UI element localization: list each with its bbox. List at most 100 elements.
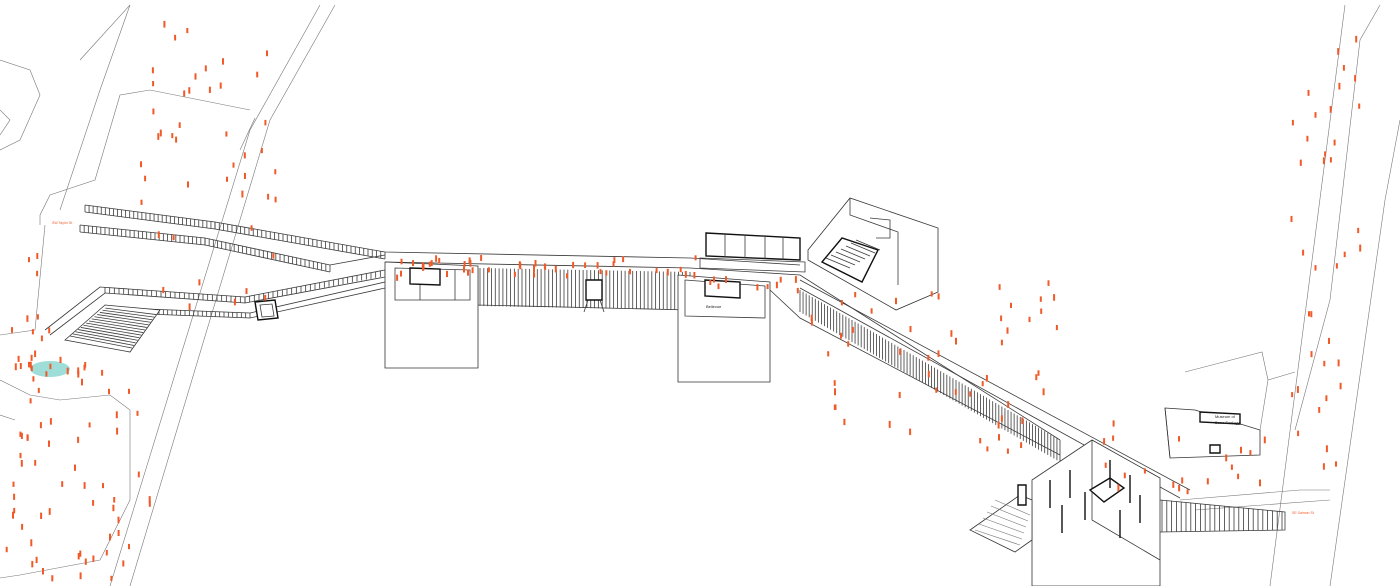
person-figure [39,422,42,429]
person-figure [34,459,37,466]
person-figure [1117,484,1120,492]
garden-row [986,511,1027,528]
person-figure [898,391,901,399]
person-figure [264,294,267,301]
person-figure [19,363,22,370]
person-figure [19,452,22,459]
person-figure [713,276,715,283]
person-figure [241,190,244,198]
person-figure [1339,382,1342,390]
seat-row [825,257,851,269]
person-figure [1112,420,1115,427]
museum-building: Museum of Bone Ecology [1164,351,1296,459]
person-figure [1335,263,1338,269]
person-figure [796,287,799,294]
person-figure [1006,448,1009,454]
person-figure [596,262,599,269]
person-figure [128,543,130,550]
person-figure [49,363,52,370]
person-figure [13,493,16,500]
person-figure [572,261,575,269]
person-figure [851,326,854,333]
person-figure [40,512,43,519]
person-figure [1010,302,1012,309]
person-figure [519,262,522,270]
person-figure [533,265,535,273]
person-figure [81,378,83,386]
person-figure [77,436,80,443]
west-amphitheatre-steps [64,304,161,353]
person-figure [45,371,48,377]
person-figure [1178,436,1180,442]
person-figure [693,272,696,279]
person-figure [1329,106,1332,113]
person-figure [833,380,836,386]
step-line [80,327,140,339]
person-figure [684,271,687,278]
person-figure [1112,435,1115,441]
person-figure [1040,308,1043,314]
kiosk [254,299,279,321]
people-figures [5,20,1362,582]
person-figure [1186,489,1189,495]
person-figure [42,568,44,575]
person-figure [605,270,608,276]
person-figure [61,481,64,487]
person-figure [219,82,222,89]
person-figure [446,270,448,278]
person-figure [26,315,29,322]
seat-row [835,251,861,263]
person-figure [1249,450,1252,456]
person-figure [31,560,34,568]
person-figure [245,288,248,294]
person-figure [1342,65,1345,71]
person-figure [717,283,720,290]
person-figure [396,274,399,281]
person-figure [1037,370,1040,376]
person-figure [117,530,120,537]
person-figure [480,255,483,261]
garden-row [978,523,1023,540]
person-figure [208,86,211,93]
person-figure [622,256,625,263]
person-figure [59,356,62,364]
museum-label-line1: Museum of [1215,414,1236,419]
person-figure [266,50,268,57]
person-figure [935,387,938,393]
person-figure [1333,139,1336,146]
person-figure [1307,89,1310,96]
person-figure [272,252,275,259]
person-figure [83,364,86,371]
person-figure [186,28,189,34]
person-figure [267,193,270,200]
person-figure [955,337,957,345]
person-figure [36,253,39,259]
step-line [86,322,144,333]
person-figure [1020,442,1023,449]
person-figure [36,270,39,277]
step-line [105,307,157,315]
person-figure [250,225,253,231]
person-figure [102,483,104,489]
person-figure [428,261,431,267]
person-figure [204,65,207,72]
person-figure [17,355,20,362]
person-figure [1000,315,1003,322]
person-figure [174,34,177,41]
person-figure [122,560,125,567]
person-figure [172,234,175,241]
person-figure [140,161,142,168]
person-figure [112,504,115,512]
person-figure [895,297,897,305]
person-figure [136,410,139,416]
person-figure [1103,438,1106,445]
person-figure [20,460,23,467]
person-figure [1028,316,1031,323]
person-figure [1181,477,1184,484]
person-figure [162,286,165,294]
person-figure [171,133,174,139]
person-figure [1042,388,1045,396]
person-figure [48,508,51,515]
southwest-garden [969,484,1033,553]
person-figure [49,418,52,425]
